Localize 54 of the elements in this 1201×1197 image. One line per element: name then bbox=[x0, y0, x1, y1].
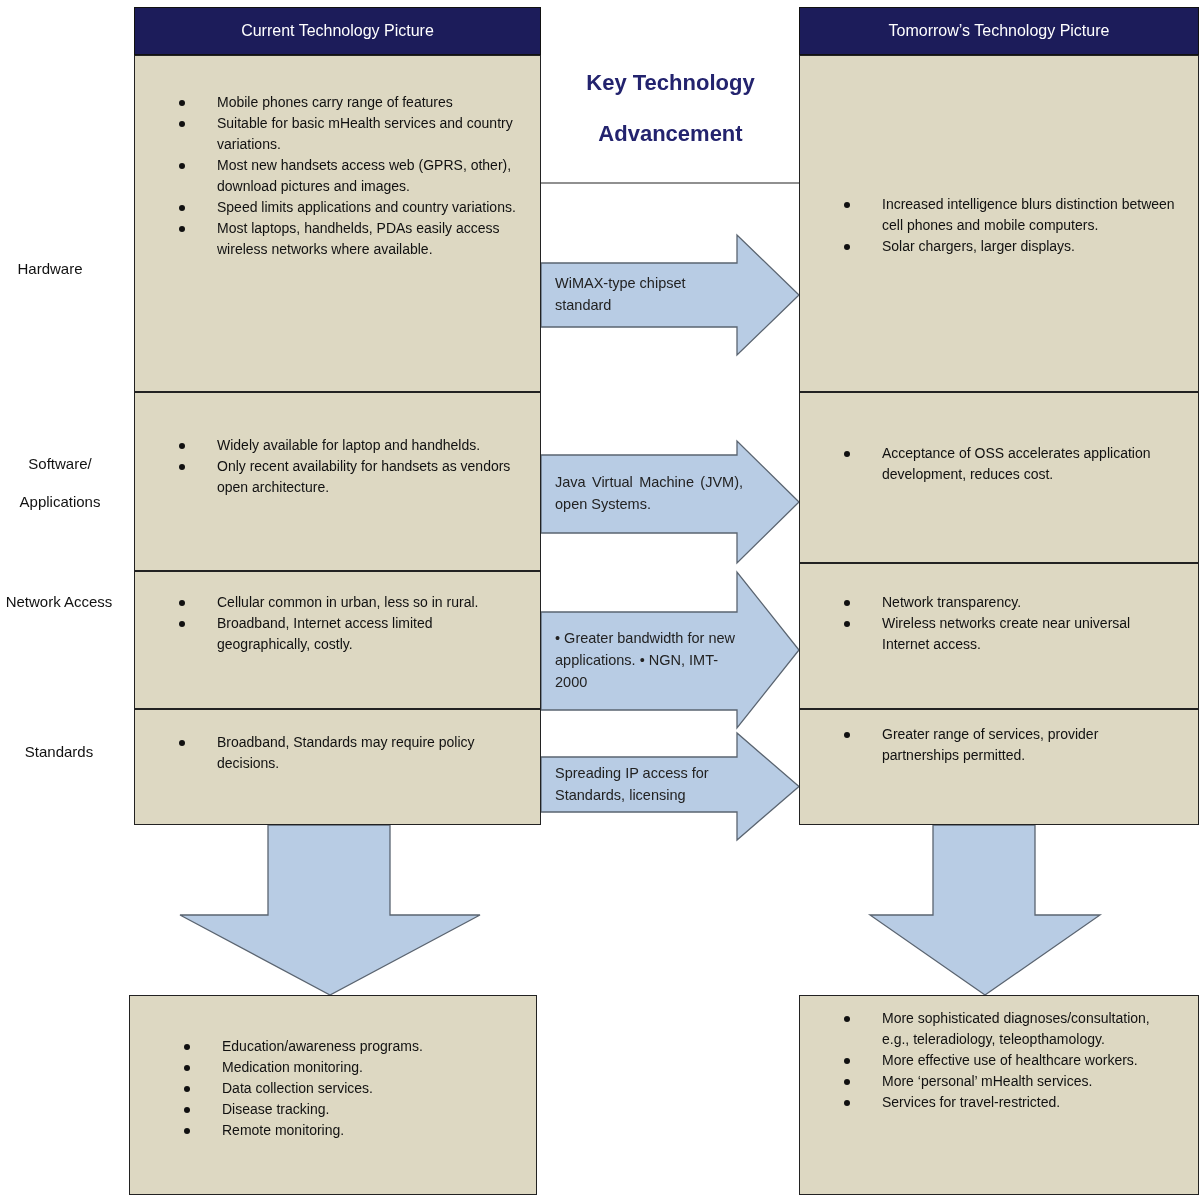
bullet-text: Medication monitoring. bbox=[222, 1058, 363, 1077]
block-arrow bbox=[867, 824, 1103, 996]
bullet-text: Education/awareness programs. bbox=[222, 1037, 423, 1056]
bullet-text: Broadband, Internet access limited geographically, costly. bbox=[217, 614, 434, 654]
bullet-text: Disease tracking. bbox=[222, 1100, 330, 1119]
bullet-text: Wireless networks create near universal Internet access. bbox=[882, 614, 1132, 654]
row-label: Standards bbox=[23, 742, 95, 762]
edge-label: • Greater bandwidth for new applications. • NGN, IMT-2000 bbox=[555, 629, 736, 692]
column-header bbox=[799, 7, 1199, 55]
bullet-text: Services for travel-restricted. bbox=[882, 1093, 1061, 1112]
bullet-text: Most new handsets access web (GPRS, other), download pictures and images. bbox=[217, 156, 513, 196]
bullet-text: Data collection services. bbox=[222, 1079, 373, 1098]
text-panel bbox=[134, 55, 541, 392]
block-arrow bbox=[540, 570, 800, 730]
bullet-text: Only recent availability for handsets as vendors open architecture. bbox=[217, 457, 512, 497]
header-text: Tomorrow’s Technology Picture bbox=[888, 22, 1110, 40]
bullet-text: More ‘personal’ mHealth services. bbox=[882, 1072, 1093, 1091]
row-label: Hardware bbox=[16, 259, 84, 279]
bullet-text: More effective use of healthcare workers. bbox=[882, 1051, 1138, 1070]
bullet-text: More sophisticated diagnoses/consultation, e.g., teleradiology, teleopthamology. bbox=[882, 1009, 1151, 1049]
block-arrow bbox=[540, 439, 800, 565]
header-text: Current Technology Picture bbox=[241, 22, 434, 40]
bullet-text: Solar chargers, larger displays. bbox=[882, 237, 1075, 256]
bullet-text: Increased intelligence blurs distinction between cell phones and mobile computers. bbox=[882, 195, 1176, 235]
bullet-text: Greater range of services, provider partnerships permitted. bbox=[882, 725, 1100, 765]
bullet-text: Remote monitoring. bbox=[222, 1121, 345, 1140]
text-panel bbox=[799, 709, 1199, 825]
text-panel bbox=[799, 563, 1199, 709]
text-panel bbox=[129, 995, 537, 1195]
bullet-text: Speed limits applications and country variations. bbox=[217, 198, 516, 217]
text-panel bbox=[799, 55, 1199, 392]
block-arrow bbox=[540, 731, 800, 842]
bullet-text: Suitable for basic mHealth services and country variations. bbox=[217, 114, 514, 154]
row-label: Software/ Applications bbox=[18, 454, 102, 512]
block-arrow bbox=[179, 824, 481, 996]
text-panel bbox=[799, 995, 1199, 1195]
column-header bbox=[134, 7, 541, 55]
text-panel bbox=[799, 392, 1199, 563]
text-panel bbox=[134, 392, 541, 571]
row-label: Network Access bbox=[4, 592, 114, 612]
bullet-text: Broadband, Standards may require policy decisions. bbox=[217, 733, 476, 773]
edge-label: Java Virtual Machine (JVM), open Systems. bbox=[555, 473, 743, 514]
section-heading: Key Technology Advancement bbox=[585, 69, 756, 148]
edge-label: WiMAX-type chipset standard bbox=[555, 274, 687, 315]
bullet-text: Widely available for laptop and handhelds. bbox=[217, 436, 481, 455]
bullet-text: Cellular common in urban, less so in rural. bbox=[217, 593, 479, 612]
block-arrow bbox=[540, 233, 800, 357]
text-panel bbox=[134, 571, 541, 709]
edge-label: Spreading IP access for Standards, licensing bbox=[555, 763, 710, 805]
bullet-text: Acceptance of OSS accelerates application development, reduces cost. bbox=[882, 444, 1152, 484]
bullet-text: Network transparency. bbox=[882, 593, 1021, 612]
bullet-text: Mobile phones carry range of features bbox=[217, 93, 453, 112]
text-panel bbox=[134, 709, 541, 825]
bullet-text: Most laptops, handhelds, PDAs easily access wireless networks where available. bbox=[217, 219, 501, 259]
